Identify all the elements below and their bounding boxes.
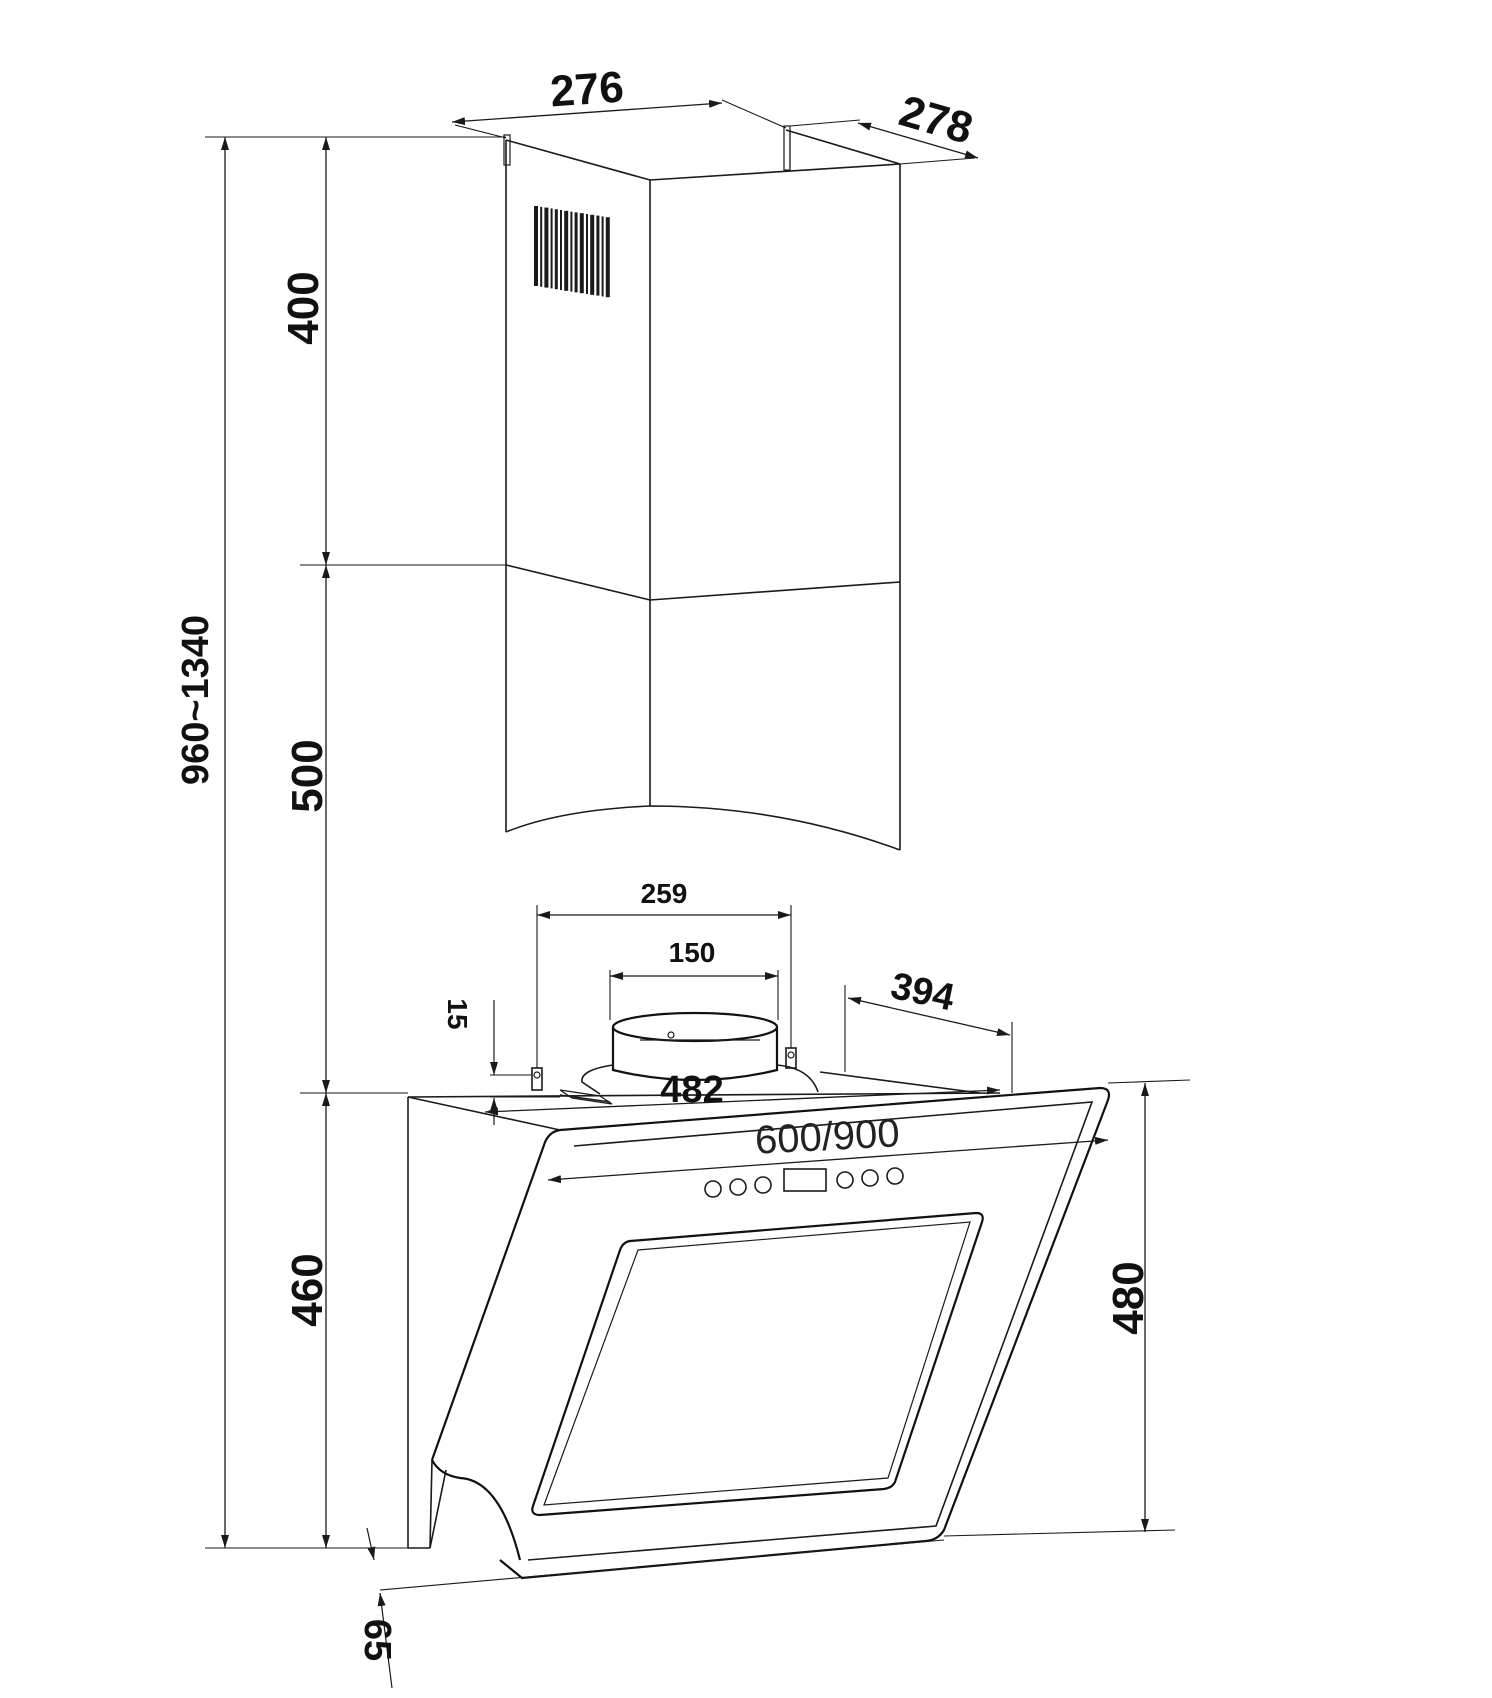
- vent-slot: [534, 206, 538, 286]
- control-button-icon[interactable]: [729, 1178, 747, 1196]
- control-button-icon[interactable]: [754, 1176, 772, 1194]
- vent-slot: [586, 214, 588, 294]
- vent-slot: [601, 216, 604, 297]
- label-lower-chimney-height: 500: [283, 739, 332, 812]
- control-button-icon[interactable]: [861, 1169, 879, 1187]
- label-bracket-spacing: 259: [641, 878, 688, 909]
- label-hood-height-back: 460: [283, 1253, 332, 1326]
- vent-slot: [550, 208, 553, 289]
- control-button-icon[interactable]: [836, 1171, 854, 1189]
- vent-slot: [554, 209, 558, 290]
- vent-slot: [579, 213, 584, 294]
- label-bottom-offset: 65: [356, 1619, 398, 1661]
- vent-slot: [564, 210, 569, 291]
- control-panel: [704, 1167, 904, 1198]
- label-top-width: 482: [660, 1069, 723, 1111]
- label-upper-chimney-height: 400: [279, 271, 328, 344]
- vent-slot: [590, 214, 595, 295]
- ventilation-grille-icon: [534, 206, 610, 298]
- control-button-icon[interactable]: [886, 1167, 904, 1185]
- label-bracket-offset: 15: [442, 998, 473, 1029]
- display-panel: [783, 1168, 827, 1192]
- vent-slot: [570, 211, 573, 292]
- upper-chimney: [503, 125, 901, 851]
- label-outlet-diameter: 150: [669, 937, 716, 968]
- label-chimney-depth: 278: [894, 86, 978, 153]
- control-button-icon[interactable]: [704, 1180, 722, 1198]
- vent-slot: [596, 215, 600, 296]
- label-top-depth: 394: [887, 965, 958, 1019]
- vent-slot: [574, 212, 578, 293]
- label-total-height: 960~1340: [175, 615, 217, 785]
- vent-slot: [560, 210, 562, 290]
- label-chimney-width: 276: [549, 63, 626, 117]
- vent-slot: [605, 217, 610, 298]
- label-hood-width: 600/900: [754, 1111, 901, 1163]
- vent-slot: [544, 207, 549, 288]
- air-outlet: [531, 1011, 981, 1105]
- label-hood-height-front: 480: [1104, 1261, 1153, 1334]
- vent-slot: [540, 206, 543, 287]
